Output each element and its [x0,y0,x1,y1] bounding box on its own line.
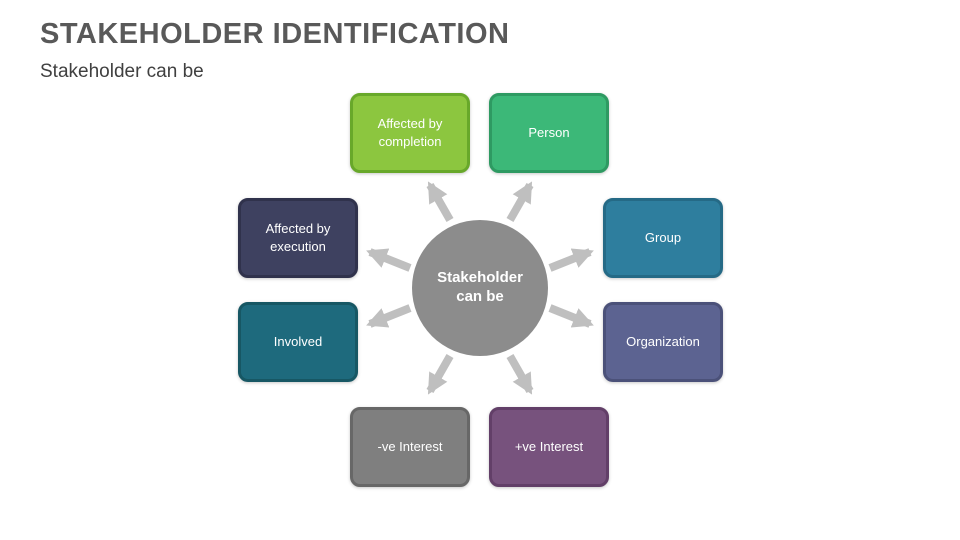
page-subtitle: Stakeholder can be [40,61,204,82]
node-label: Organization [626,334,700,350]
node-label: Group [644,230,682,246]
node-affected-by-completion: Affected by completion [350,93,470,173]
node-involved: Involved [238,302,358,382]
arrow-to-pve-interest [506,354,534,395]
center-node-label: Stakeholder can be [437,269,523,305]
node-label: Person [528,125,570,141]
node-label: Involved [273,334,323,350]
node-pve-interest: +ve Interest [489,407,609,487]
node-person: Person [489,93,609,173]
node-label: Affected by completion [377,116,443,149]
arrow-to-affected-by-completion [426,181,454,222]
arrow-to-organization [548,304,594,328]
node-label: -ve Interest [377,439,443,455]
page-title: STAKEHOLDER IDENTIFICATION [40,18,510,50]
node-group: Group [603,198,723,278]
arrow-to-affected-by-execution [366,248,412,272]
node-organization: Organization [603,302,723,382]
node-label: Affected by execution [265,221,331,254]
node-label: +ve Interest [514,439,584,455]
arrow-to-involved [366,304,412,328]
center-node-stakeholder: Stakeholder can be [412,220,548,356]
arrow-to-nve-interest [426,354,454,395]
node-affected-by-execution: Affected by execution [238,198,358,278]
arrow-to-group [548,248,594,272]
arrow-to-person [506,181,534,222]
node-nve-interest: -ve Interest [350,407,470,487]
